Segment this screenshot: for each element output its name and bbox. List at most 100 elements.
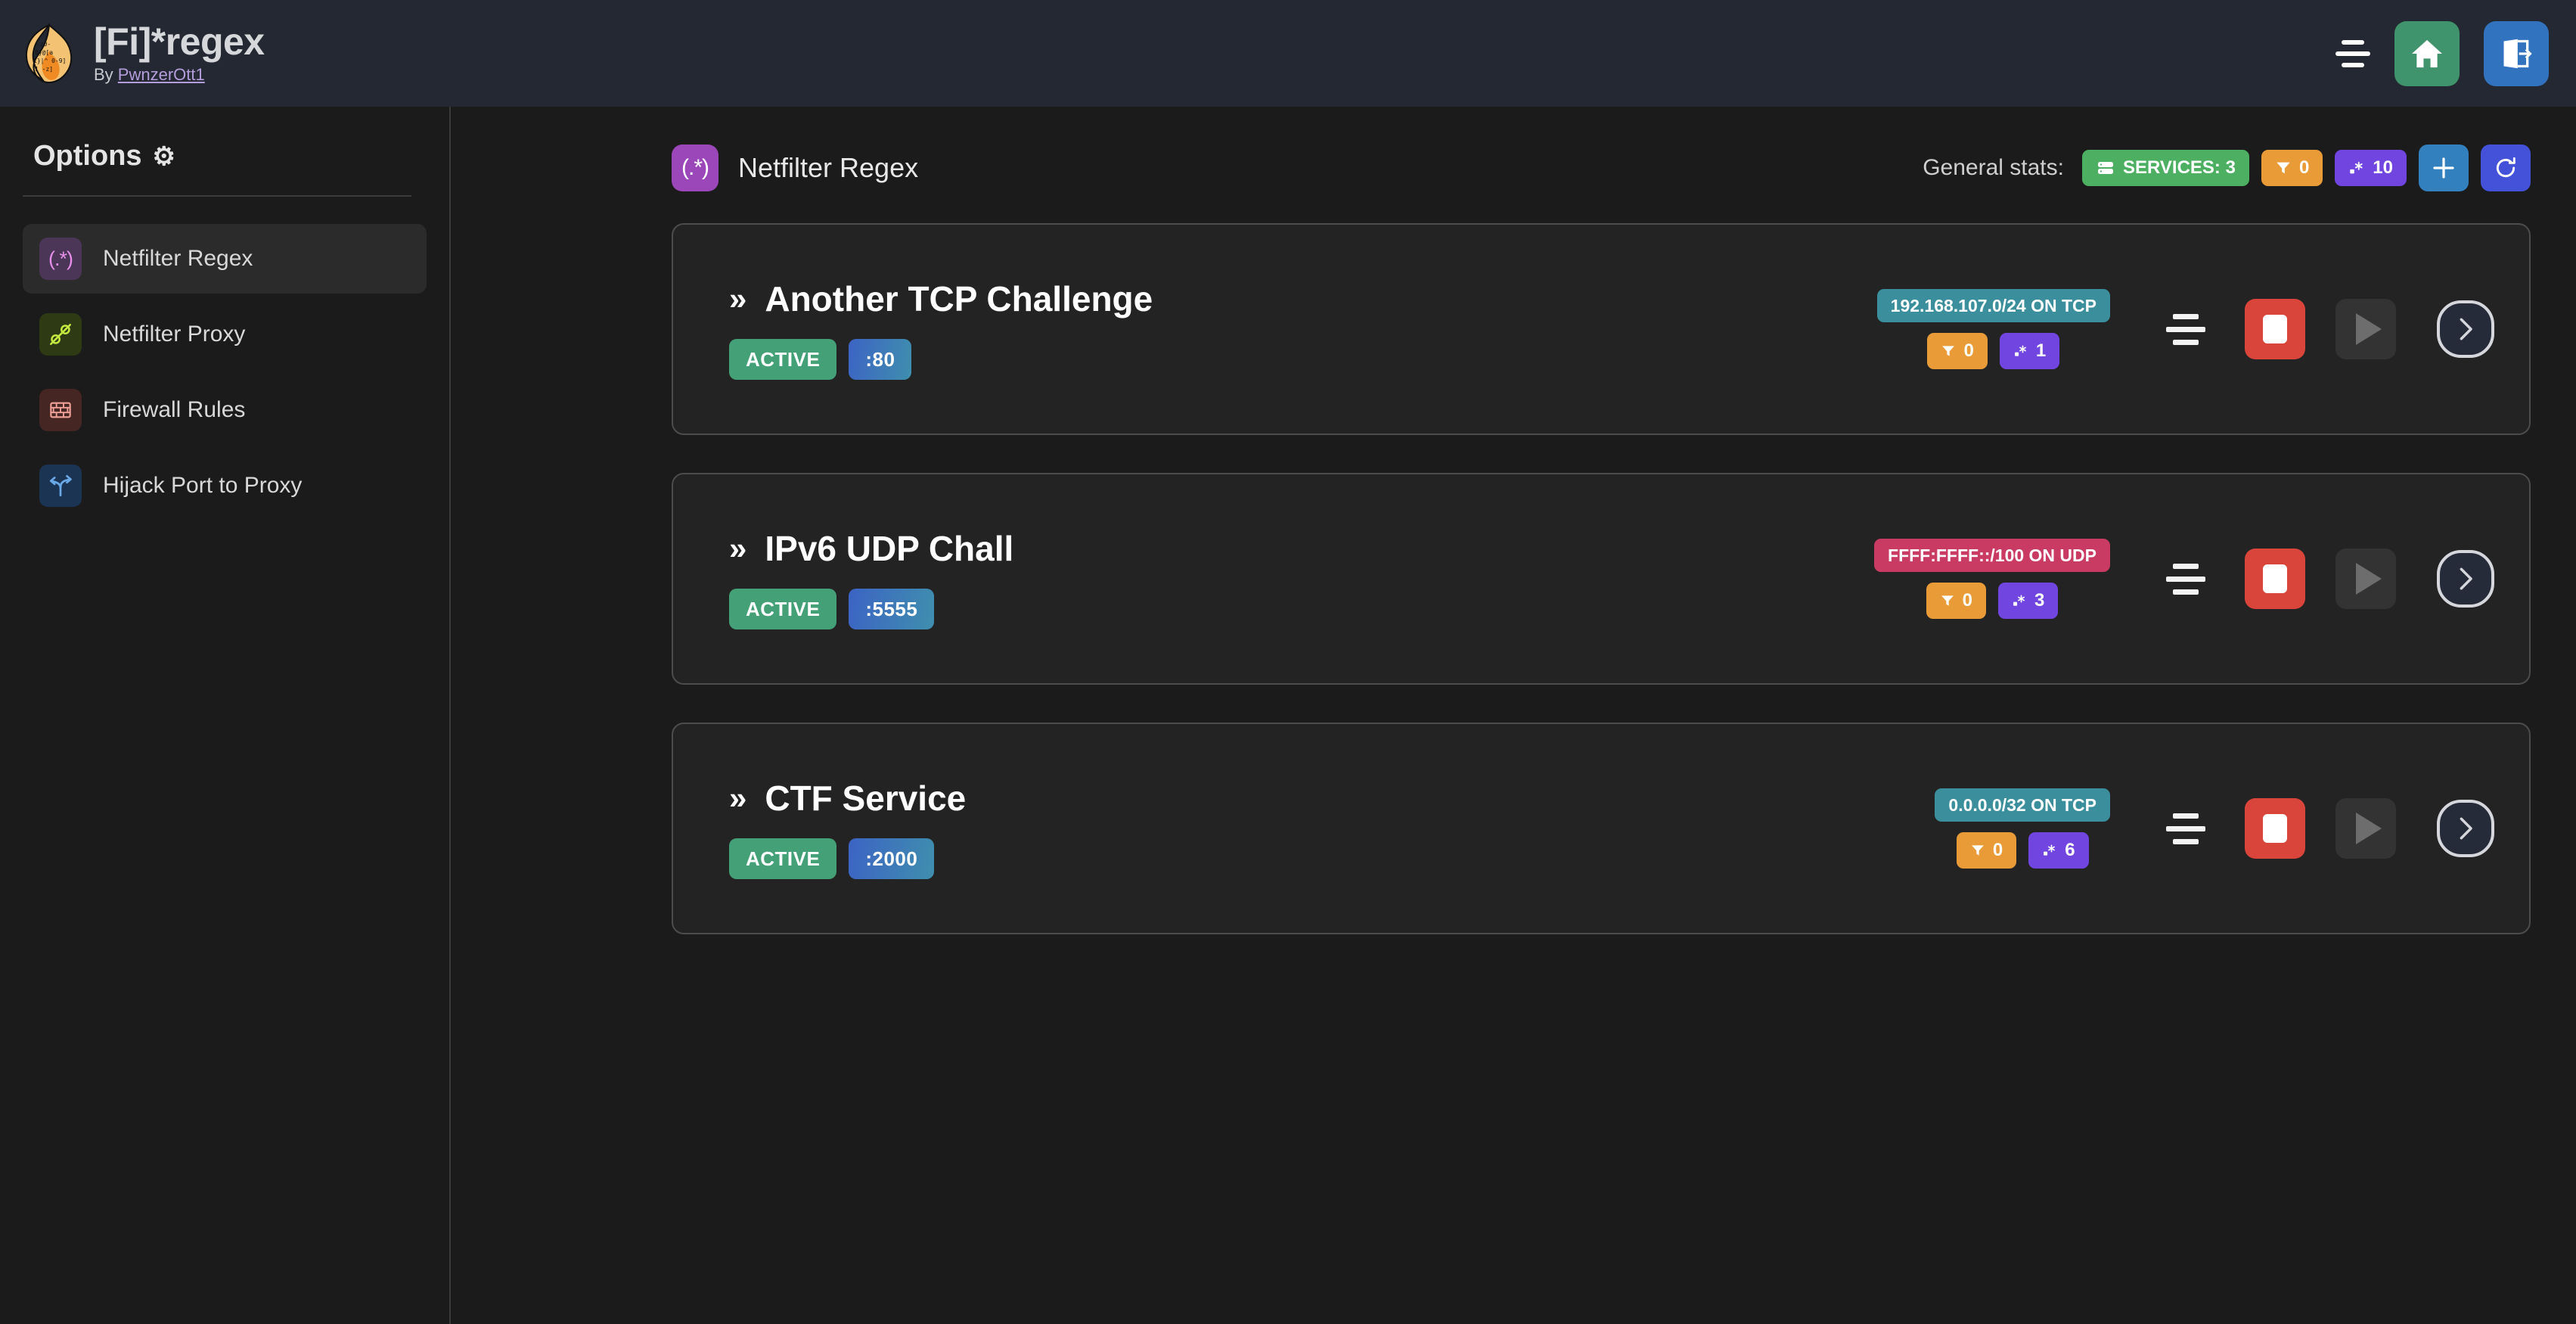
service-filters-badge: 0 <box>1926 583 1986 619</box>
regex-star-icon <box>2350 161 2363 174</box>
hamburger-icon[interactable] <box>2335 39 2370 69</box>
svg-text:1}|^ 0-9]: 1}|^ 0-9] <box>33 57 66 64</box>
app-title: [Fi]*regex <box>94 20 265 63</box>
page-header: (.*) Netfilter Regex General stats: SERV… <box>452 145 2576 191</box>
svg-text:0}@[a: 0}@[a <box>35 49 53 56</box>
sidebar-divider <box>23 195 411 197</box>
stop-button[interactable] <box>2245 549 2305 609</box>
status-badge: ACTIVE <box>729 339 837 380</box>
play-icon <box>2356 813 2382 844</box>
service-list: » Another TCP Challenge ACTIVE :80 192.1… <box>452 223 2576 934</box>
plug-icon <box>39 313 82 356</box>
sidebar-item-label: Firewall Rules <box>103 397 246 422</box>
sidebar-title-label: Options <box>33 140 142 172</box>
status-badge-services: SERVICES: 3 <box>2081 150 2249 186</box>
sidebar-nav: (.*) Netfilter Regex Netfilter Proxy <box>0 224 449 521</box>
general-stats: General stats: SERVICES: 3 0 <box>1923 145 2531 191</box>
chevron-right-icon <box>2460 567 2472 590</box>
network-badge: FFFF:FFFF::/100 ON UDP <box>1874 539 2110 572</box>
open-service-button[interactable] <box>2437 550 2494 608</box>
sidebar-item-hijack-port-to-proxy[interactable]: Hijack Port to Proxy <box>23 451 427 521</box>
fork-arrow-icon <box>39 465 82 507</box>
service-regex-count: 1 <box>2035 340 2047 361</box>
service-title: » CTF Service <box>729 778 966 819</box>
service-card[interactable]: » Another TCP Challenge ACTIVE :80 192.1… <box>672 223 2531 435</box>
page-regex-icon-glyph: (.*) <box>681 155 709 180</box>
service-regex-badge: 1 <box>1999 333 2060 369</box>
service-regex-count: 3 <box>2034 590 2045 611</box>
filter-icon <box>1971 845 1984 856</box>
sidebar-item-label: Netfilter Proxy <box>103 322 246 347</box>
stop-icon <box>2263 315 2287 343</box>
logout-icon <box>2503 39 2532 68</box>
sidebar-item-netfilter-regex[interactable]: (.*) Netfilter Regex <box>23 224 427 294</box>
reorder-handle-icon[interactable] <box>2166 306 2205 352</box>
filter-icon <box>1942 346 1955 356</box>
sidebar-item-netfilter-proxy[interactable]: Netfilter Proxy <box>23 300 427 369</box>
service-filters-count: 0 <box>1962 590 1972 611</box>
services-count-label: SERVICES: 3 <box>2122 157 2236 178</box>
service-filters-badge: 0 <box>1956 832 2017 869</box>
stop-button[interactable] <box>2245 299 2305 359</box>
status-badge-regex: 10 <box>2335 150 2407 186</box>
service-filters-count: 0 <box>1992 840 2003 860</box>
service-name: IPv6 UDP Chall <box>765 529 1014 568</box>
stop-icon <box>2263 814 2287 843</box>
app-author: By PwnzerOtt1 <box>94 65 265 85</box>
service-card[interactable]: » IPv6 UDP Chall ACTIVE :5555 FFFF:FFFF:… <box>672 473 2531 685</box>
page-title: Netfilter Regex <box>738 152 919 183</box>
reorder-handle-icon[interactable] <box>2166 806 2205 851</box>
play-icon <box>2356 313 2382 345</box>
top-bar: -z0- 0}@[a 1}|^ 0-9] 1 -z] [Fi]*regex By… <box>0 0 2576 107</box>
status-badge: ACTIVE <box>729 838 837 879</box>
stop-icon <box>2263 564 2287 593</box>
open-service-button[interactable] <box>2437 800 2494 857</box>
server-icon <box>2097 162 2113 174</box>
add-service-button[interactable] <box>2419 145 2469 191</box>
general-stats-label: General stats: <box>1923 155 2064 180</box>
refresh-icon <box>2496 157 2515 178</box>
home-icon <box>2412 39 2442 67</box>
play-icon <box>2356 563 2382 595</box>
plus-icon <box>2433 157 2454 179</box>
filter-icon <box>2277 162 2290 174</box>
author-link[interactable]: PwnzerOtt1 <box>117 65 205 85</box>
brick-wall-icon <box>39 389 82 431</box>
service-card[interactable]: » CTF Service ACTIVE :2000 0.0.0.0/32 ON… <box>672 723 2531 934</box>
flame-logo-icon: -z0- 0}@[a 1}|^ 0-9] 1 -z] <box>25 23 73 83</box>
service-regex-badge: 3 <box>1998 583 2059 619</box>
regex-count-label: 10 <box>2373 157 2393 178</box>
network-badge: 192.168.107.0/24 ON TCP <box>1876 289 2110 322</box>
refresh-button[interactable] <box>2481 145 2531 191</box>
sidebar-item-firewall-rules[interactable]: Firewall Rules <box>23 375 427 445</box>
sidebar-item-label: Netfilter Regex <box>103 246 253 271</box>
service-title: » Another TCP Challenge <box>729 278 1153 319</box>
sidebar-item-label: Hijack Port to Proxy <box>103 473 303 498</box>
logout-button[interactable] <box>2484 20 2549 86</box>
svg-text:1 -z]: 1 -z] <box>35 66 53 73</box>
service-regex-badge: 6 <box>2028 832 2089 869</box>
sidebar: Options ⚙ (.*) Netfilter Regex Netfilter… <box>0 107 451 1324</box>
start-button[interactable] <box>2335 299 2396 359</box>
home-button[interactable] <box>2394 20 2460 86</box>
start-button[interactable] <box>2335 798 2396 859</box>
brand: -z0- 0}@[a 1}|^ 0-9] 1 -z] [Fi]*regex By… <box>24 22 265 85</box>
by-label: By <box>94 65 118 85</box>
regex-star-icon <box>2014 345 2026 356</box>
stop-button[interactable] <box>2245 798 2305 859</box>
sidebar-title: Options ⚙ <box>33 140 449 172</box>
regex-icon: (.*) <box>39 238 82 280</box>
filters-count-label: 0 <box>2298 157 2310 178</box>
start-button[interactable] <box>2335 549 2396 609</box>
reorder-handle-icon[interactable] <box>2166 556 2205 601</box>
main-content: (.*) Netfilter Regex General stats: SERV… <box>452 107 2576 1324</box>
network-badge: 0.0.0.0/32 ON TCP <box>1935 788 2110 822</box>
open-service-button[interactable] <box>2437 300 2494 358</box>
top-bar-actions <box>2335 20 2549 86</box>
filter-icon <box>1941 595 1954 606</box>
service-name: Another TCP Challenge <box>765 279 1153 319</box>
service-filters-badge: 0 <box>1927 333 1988 369</box>
double-chevron-icon: » <box>729 780 747 816</box>
chevron-right-icon <box>2460 817 2472 840</box>
port-badge: :80 <box>849 339 912 380</box>
